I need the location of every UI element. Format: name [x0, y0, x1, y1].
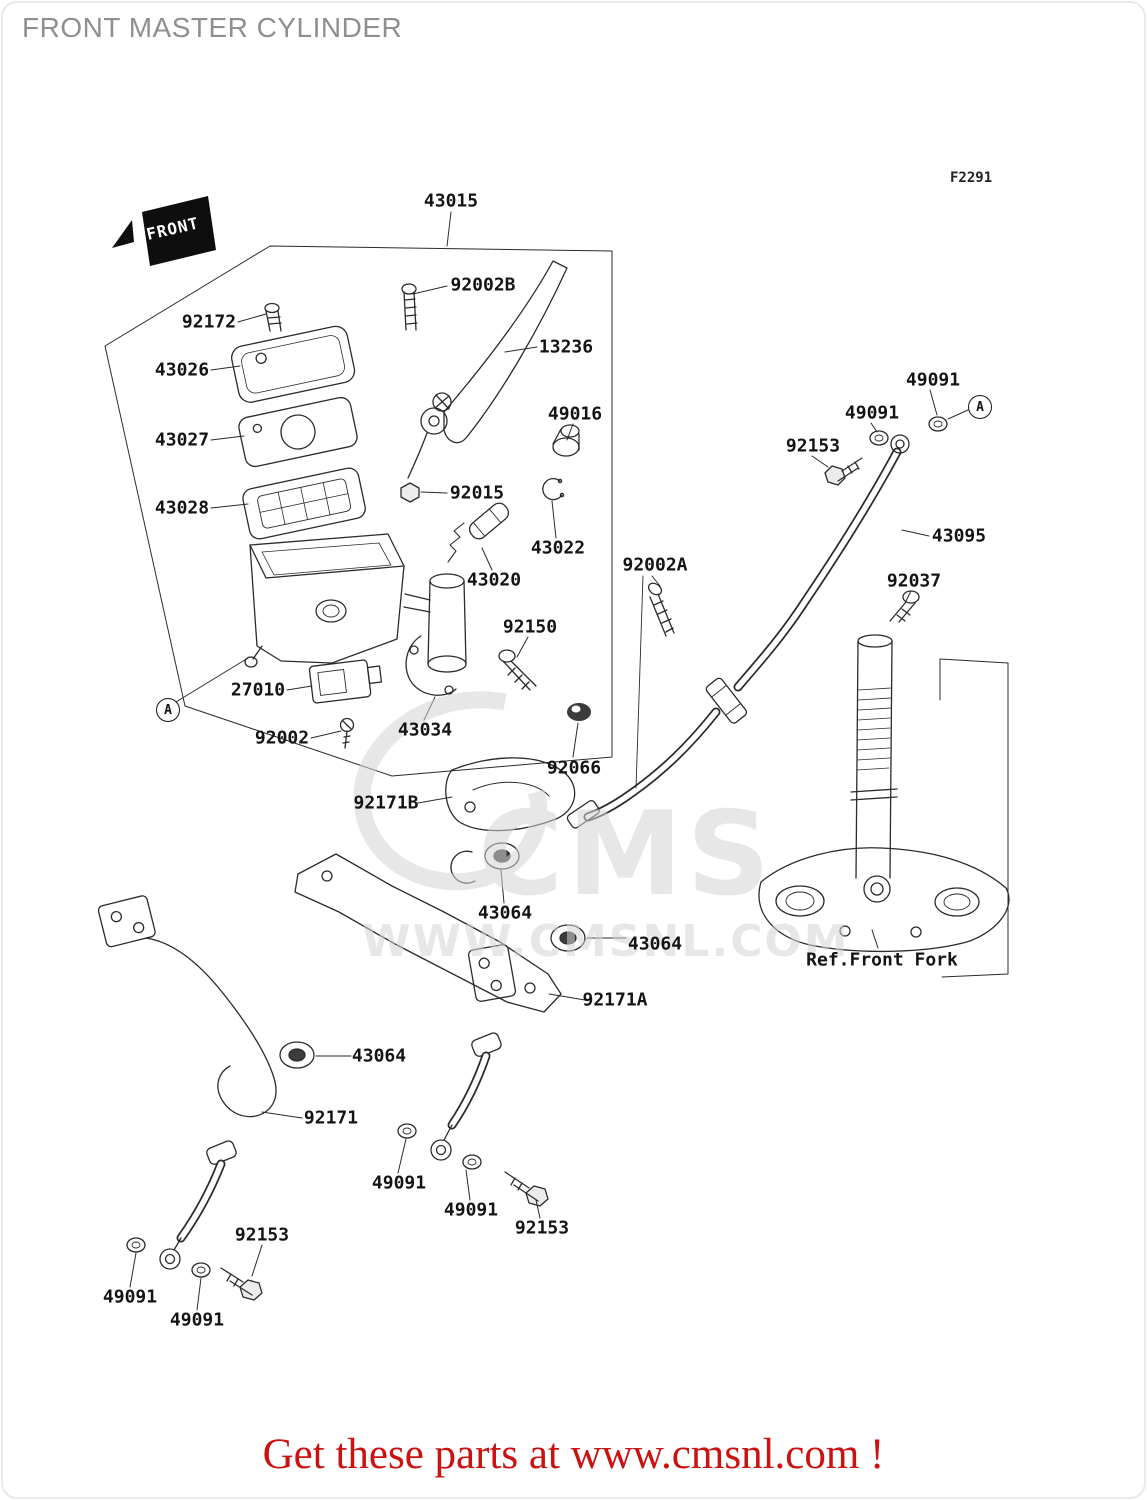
lower-triple-clamp	[758, 847, 1010, 953]
part-number-label[interactable]: 43015	[423, 190, 479, 212]
part-number-label[interactable]: 92153	[234, 1224, 290, 1246]
washer-upper-1	[869, 430, 889, 446]
part-number-label[interactable]: 92150	[502, 616, 558, 638]
cap-screw	[264, 302, 282, 332]
piston-assembly	[447, 502, 510, 563]
part-number-label[interactable]: 92153	[785, 435, 841, 457]
part-number-label[interactable]: 43064	[627, 933, 683, 955]
part-number-label[interactable]: 49091	[169, 1309, 225, 1331]
figure-code: F2291	[950, 170, 993, 186]
grommet-92066	[567, 703, 591, 721]
part-number-label[interactable]: 92171A	[582, 989, 648, 1011]
part-number-label[interactable]: 49091	[371, 1172, 427, 1194]
part-number-label[interactable]: 92002	[254, 727, 310, 749]
washer-upper-2	[928, 416, 948, 432]
dust-boot	[552, 424, 580, 457]
watermark-url-text: WWW.CMSNL.COM	[362, 916, 850, 967]
part-number-label[interactable]: 13236	[538, 336, 594, 358]
part-number-label[interactable]: 43095	[931, 525, 987, 547]
page-title: FRONT MASTER CYLINDER	[22, 12, 403, 43]
part-number-label[interactable]: 49091	[102, 1286, 158, 1308]
part-number-label[interactable]: 92172	[181, 311, 237, 333]
diaphragm	[242, 467, 366, 540]
part-number-label[interactable]: 49016	[547, 403, 603, 425]
circlip	[542, 477, 565, 501]
part-number-label[interactable]: 92171	[303, 1107, 359, 1129]
reference-label: Ref.Front Fork	[806, 949, 958, 971]
steering-stem	[850, 634, 898, 879]
part-number-label[interactable]: 92153	[514, 1217, 570, 1239]
switch-screw	[339, 717, 355, 749]
part-number-label[interactable]: 43026	[154, 359, 210, 381]
watermark-swirl	[353, 691, 548, 891]
front-direction-flag: FRONT	[112, 196, 216, 266]
part-number-label[interactable]: 92171B	[353, 792, 419, 814]
reservoir-body	[244, 533, 405, 668]
brake-switch	[308, 659, 383, 704]
hose-bracket-92171	[97, 895, 277, 1118]
part-number-label[interactable]: 92037	[886, 570, 942, 592]
brake-hose-upper	[566, 434, 910, 829]
leader-lines	[129, 211, 969, 1311]
part-number-label[interactable]: 92002B	[450, 274, 516, 296]
lower-hose-left	[126, 1140, 263, 1301]
clamp-holder	[405, 635, 457, 696]
callout-marker: A	[968, 395, 992, 419]
part-number-label[interactable]: 92002A	[622, 554, 688, 576]
part-number-label[interactable]: 49091	[443, 1199, 499, 1221]
part-number-label[interactable]: 43064	[477, 902, 533, 924]
lower-hose-mid	[397, 1032, 549, 1207]
part-number-label[interactable]: 92066	[546, 757, 602, 779]
part-number-label[interactable]: 43064	[351, 1045, 407, 1067]
part-number-label[interactable]: 43034	[397, 719, 453, 741]
master-cylinder-barrel	[403, 573, 467, 673]
lever-pivot-bolt	[401, 283, 418, 331]
watermark-cms-text: CMS	[478, 787, 774, 922]
part-number-label[interactable]: 43027	[154, 429, 210, 451]
brake-lever	[407, 260, 568, 479]
part-number-label[interactable]: 43028	[154, 497, 210, 519]
part-number-label[interactable]: 49091	[905, 369, 961, 391]
footer-banner[interactable]: Get these parts at www.cmsnl.com !	[262, 1431, 885, 1478]
part-number-label[interactable]: 27010	[230, 679, 286, 701]
hose-screw-92002a	[647, 582, 675, 637]
reservoir-cap	[231, 325, 356, 403]
clamp-bolt	[498, 649, 537, 691]
assembly-outline-box	[104, 245, 613, 777]
part-number-label[interactable]: 92015	[449, 482, 505, 504]
grommet-43064-3	[279, 1041, 315, 1069]
watermark: CMS WWW.CMSNL.COM	[353, 691, 850, 967]
pivot-nut	[400, 482, 420, 503]
hose-bracket-92171a	[294, 853, 562, 1013]
part-number-label[interactable]: 43022	[530, 537, 586, 559]
side-panel-outline	[939, 658, 1009, 978]
part-number-label[interactable]: 49091	[844, 402, 900, 424]
part-number-label[interactable]: 43020	[466, 569, 522, 591]
grommet-43064-2	[550, 924, 586, 952]
banjo-bolt-upper	[824, 457, 863, 486]
cap-plate	[238, 396, 358, 468]
callout-marker: A	[156, 698, 180, 722]
